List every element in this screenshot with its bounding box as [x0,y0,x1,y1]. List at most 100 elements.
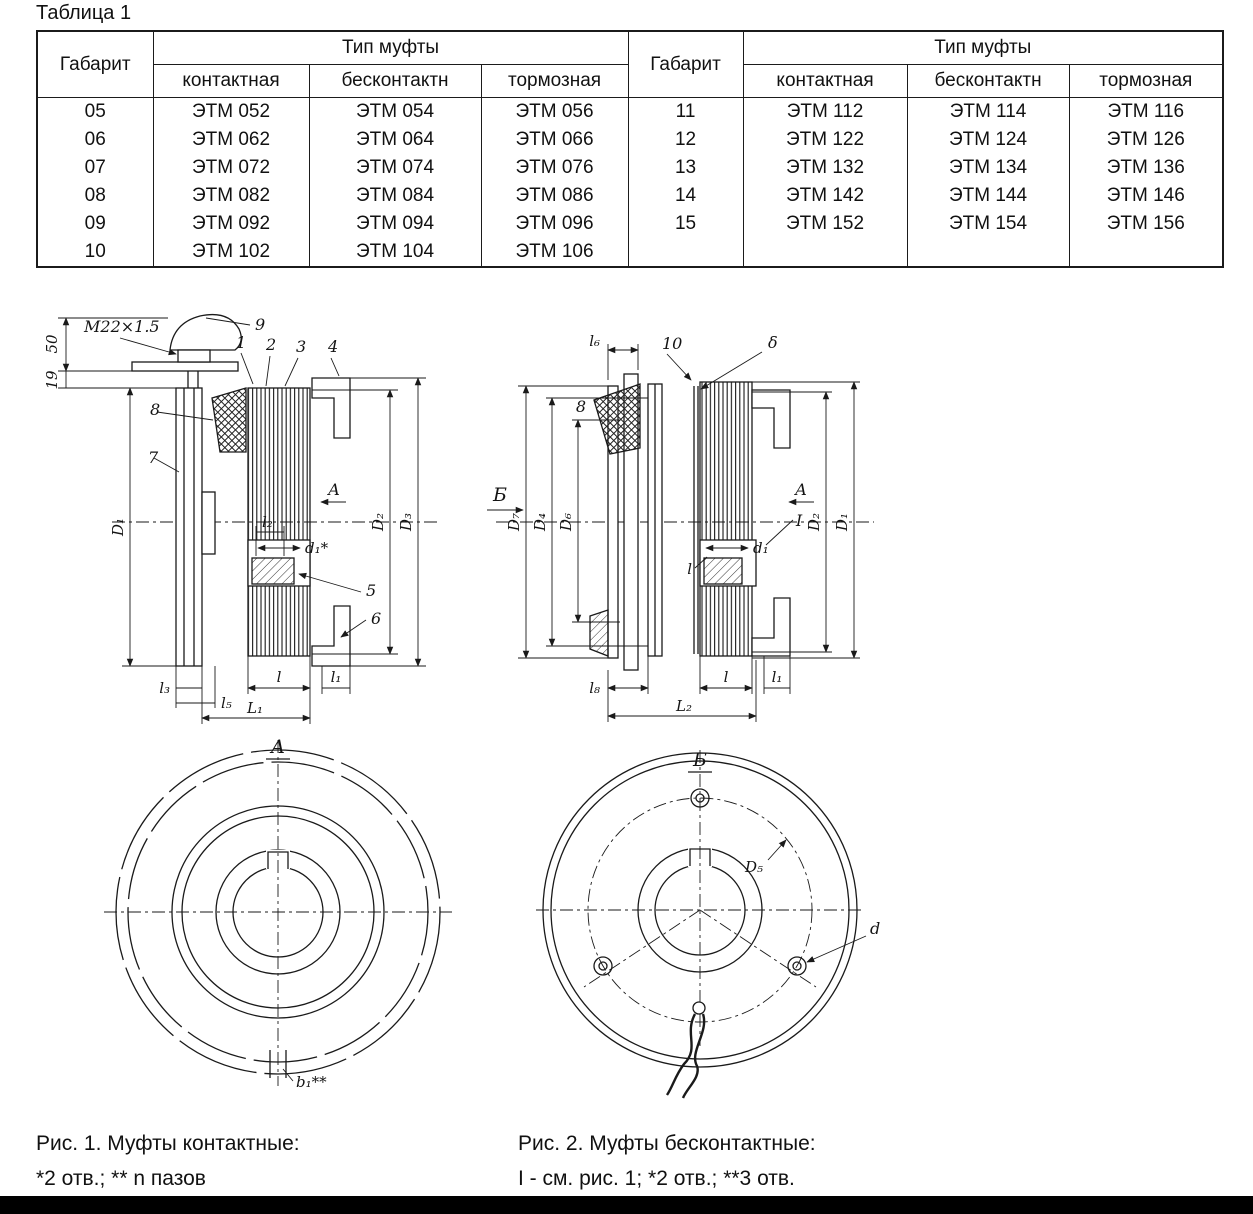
fig2-dim-D2-label: D₂ [805,513,823,532]
table-cell: ЭТМ 124 [906,126,1070,154]
table-cell: 10 [36,238,154,267]
fig1-dim-l1-label: l₁ [331,668,342,686]
fig1-dim-l5-label: l₅ [221,694,232,712]
fig2-dim-d-label: d [870,919,880,938]
fig2-dim-D7-label: D₇ [505,513,523,532]
table-cell: ЭТМ 106 [480,238,629,267]
table-title: Таблица 1 [36,2,132,24]
table-cell: ЭТМ 066 [480,126,629,154]
fig1-dim-l-label: l [277,668,282,686]
col-header-gabarit-left: Габарит [36,31,154,98]
fig2-dim-D4-label: D₄ [531,513,549,532]
fig1-dim-50-label: 50 [43,334,61,354]
col-header-tormoz-right: тормозная [1068,64,1224,98]
fig2-dim-l-mid-label: l [687,560,692,578]
table-cell: 06 [36,126,154,154]
table-cell: ЭТМ 146 [1068,182,1224,210]
table-cell: 09 [36,210,154,238]
fig2-dim-l6-label: l₆ [589,332,600,350]
table-cell: ЭТМ 156 [1068,210,1224,238]
fig1-part1-label: 1 [236,333,246,352]
table-cell: ЭТМ 144 [906,182,1070,210]
fig2-front-view: D₅ d Б [536,749,880,1099]
table-cell: 15 [627,210,744,238]
table-cell: ЭТМ 052 [152,97,310,126]
fig2-dim-D1-label: D₁ [833,513,851,532]
fig1-dim-D3-label: D₃ [397,513,415,532]
header-row-2: контактная бесконтактн тормозная контакт… [37,64,1224,98]
table-cell: 07 [36,154,154,182]
table-cell: ЭТМ 104 [308,238,482,267]
etm-type-table: Габарит Тип муфты Габарит Тип муфты конт… [36,30,1225,268]
table-cell [906,238,1070,267]
table-cell: ЭТМ 122 [742,126,908,154]
fig2-arrow-b-label: Б [492,484,507,506]
table-cell: 08 [36,182,154,210]
col-header-gabarit-right: Габарит [627,31,744,98]
table-cell: ЭТМ 082 [152,182,310,210]
fig2-dim-d1-label: d₁ [753,539,769,557]
table-cell: ЭТМ 134 [906,154,1070,182]
fig1-dim-l2-label: l₂ [262,513,273,531]
fig1-part7-label: 7 [148,448,159,467]
table-cell: ЭТМ 054 [308,97,482,126]
fig1-dim-d1-label: d₁* [305,539,329,557]
fig1-part9-label: 9 [255,315,265,334]
table-cell: ЭТМ 142 [742,182,908,210]
table-cell: ЭТМ 056 [480,97,629,126]
table-cell: ЭТМ 154 [906,210,1070,238]
table-cell: ЭТМ 126 [1068,126,1224,154]
fig1-part4-label: 4 [327,337,338,356]
fig1-caption: Рис. 1. Муфты контактные: *2 отв.; ** n … [36,1126,300,1196]
table-cell [627,238,744,267]
table-cell [1068,238,1224,267]
fig2-dim-D5-label: D₅ [744,858,763,876]
table-cell: ЭТМ 116 [1068,97,1224,126]
fig1-dim-b1-label: b₁** [296,1073,327,1091]
fig2-dim-l8-label: l₈ [589,679,600,697]
table-cell: ЭТМ 086 [480,182,629,210]
table-cell: ЭТМ 094 [308,210,482,238]
table-cell: 14 [627,182,744,210]
fig2-part8-label: 8 [576,397,586,416]
fig1-part5-label: 5 [366,581,376,600]
table-cell: ЭТМ 152 [742,210,908,238]
table-cell: ЭТМ 084 [308,182,482,210]
table-cell: ЭТМ 074 [308,154,482,182]
table-cell: ЭТМ 072 [152,154,310,182]
fig1-thread-label: M22×1.5 [83,317,160,336]
fig1-part8-label: 8 [150,400,160,419]
fig1-cross-section: 9 M22×1.5 50 19 7 8 [43,313,440,724]
table-cell: ЭТМ 076 [480,154,629,182]
fig2-caption-line2: I - см. рис. 1; *2 отв.; **3 отв. [518,1167,795,1190]
col-header-kontakt-right: контактная [742,64,908,98]
bottom-bar [0,1196,1253,1214]
fig1-section-a-label: A [326,480,340,499]
fig2-detail-i-label: I [795,511,803,530]
table-cell: ЭТМ 132 [742,154,908,182]
table-cell: ЭТМ 096 [480,210,629,238]
fig1-view-a-label: A [269,736,285,758]
fig2-dim-l-label: l [724,668,729,686]
table-cell: 13 [627,154,744,182]
fig1-dim-19-label: 19 [43,370,61,390]
fig1-part6-label: 6 [371,609,381,628]
fig2-part10-label: 10 [662,334,682,353]
fig1-dim-l3-label: l₃ [159,679,170,697]
col-header-tormoz-left: тормозная [480,64,629,98]
table-cell: ЭТМ 062 [152,126,310,154]
fig1-dim-L1-label: L₁ [246,699,263,717]
fig1-caption-line2: *2 отв.; ** n пазов [36,1167,206,1190]
col-header-kontakt-left: контактная [152,64,310,98]
header-row-1: Габарит Тип муфты Габарит Тип муфты [36,31,1224,98]
fig2-view-b-label: Б [692,749,707,771]
col-header-tip-left: Тип муфты [152,31,629,65]
